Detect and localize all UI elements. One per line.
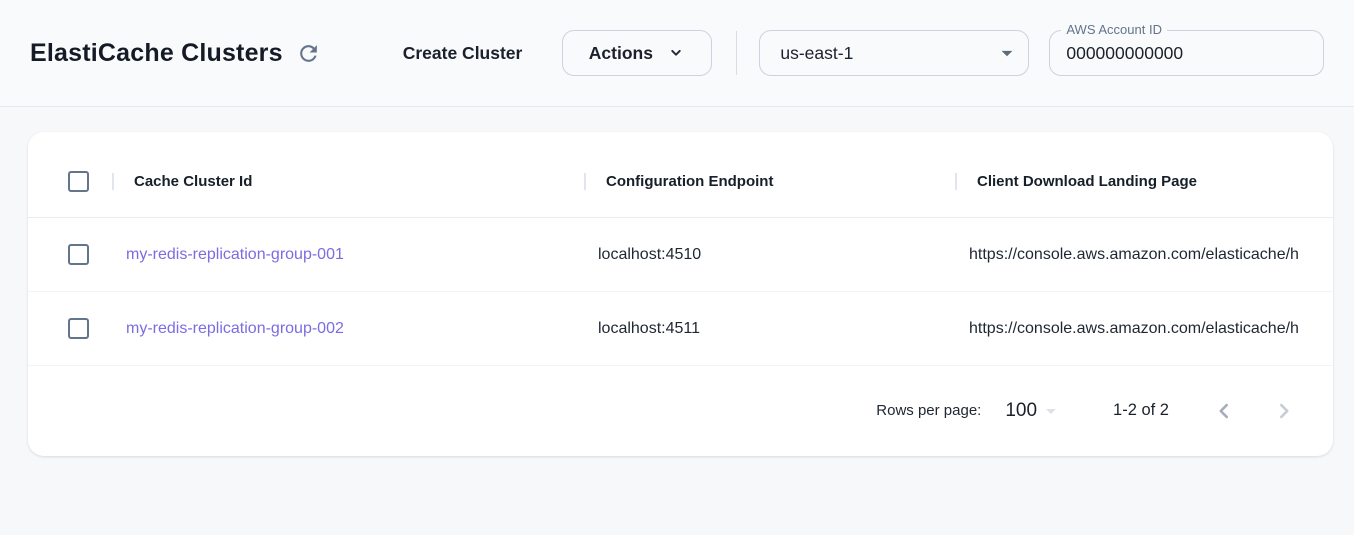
table-header-row: Cache Cluster Id Configuration Endpoint … — [28, 146, 1333, 218]
previous-page-button[interactable] — [1211, 398, 1237, 424]
actions-button[interactable]: Actions — [562, 30, 713, 76]
chevron-down-icon — [666, 43, 686, 63]
aws-account-id-field: AWS Account ID — [1049, 22, 1325, 76]
table-row: my-redis-replication-group-001 localhost… — [28, 218, 1333, 292]
chevron-right-icon — [1271, 398, 1297, 424]
app-header: ElastiCache Clusters Create Cluster Acti… — [0, 0, 1354, 107]
rows-per-page-select[interactable]: 100 — [1005, 399, 1063, 423]
row-checkbox[interactable] — [68, 318, 89, 339]
create-cluster-button[interactable]: Create Cluster — [397, 42, 529, 65]
select-all-cell — [28, 171, 112, 192]
table-row: my-redis-replication-group-002 localhost… — [28, 292, 1333, 366]
cell-landing-page: https://console.aws.amazon.com/elasticac… — [969, 245, 1299, 263]
refresh-button[interactable] — [296, 41, 321, 66]
region-select[interactable]: us-east-1 — [759, 30, 1030, 76]
row-checkbox-cell — [28, 318, 112, 339]
row-checkbox[interactable] — [68, 244, 89, 265]
cell-cluster-id: my-redis-replication-group-002 — [112, 320, 584, 338]
refresh-icon — [296, 41, 321, 66]
dropdown-arrow-icon — [1039, 399, 1063, 423]
aws-account-id-label: AWS Account ID — [1061, 22, 1167, 37]
column-header-endpoint: Configuration Endpoint — [584, 173, 955, 190]
chevron-left-icon — [1211, 398, 1237, 424]
cell-landing-page: https://console.aws.amazon.com/elasticac… — [969, 319, 1299, 337]
cluster-id-link[interactable]: my-redis-replication-group-002 — [126, 319, 344, 337]
rows-per-page-label: Rows per page: — [876, 402, 982, 419]
clusters-table-card: Cache Cluster Id Configuration Endpoint … — [28, 132, 1333, 456]
pagination-range-label: 1-2 of 2 — [1113, 401, 1169, 419]
cluster-id-link[interactable]: my-redis-replication-group-001 — [126, 245, 344, 263]
column-header-cluster-id: Cache Cluster Id — [112, 173, 584, 190]
table-pagination: Rows per page: 100 1-2 of 2 — [28, 366, 1333, 455]
next-page-button[interactable] — [1271, 398, 1297, 424]
actions-button-label: Actions — [588, 42, 653, 63]
page-title: ElastiCache Clusters — [30, 38, 283, 67]
cell-cluster-id: my-redis-replication-group-001 — [112, 246, 584, 264]
cell-endpoint: localhost:4510 — [598, 245, 702, 263]
select-all-checkbox[interactable] — [68, 171, 89, 192]
aws-account-id-input[interactable] — [1066, 42, 1308, 64]
header-divider — [736, 31, 738, 75]
row-checkbox-cell — [28, 244, 112, 265]
region-select-value: us-east-1 — [780, 42, 854, 63]
rows-per-page-value: 100 — [1005, 399, 1038, 421]
dropdown-arrow-icon — [994, 40, 1020, 66]
cell-endpoint: localhost:4511 — [598, 319, 700, 337]
column-header-landing-page: Client Download Landing Page — [955, 173, 1333, 190]
